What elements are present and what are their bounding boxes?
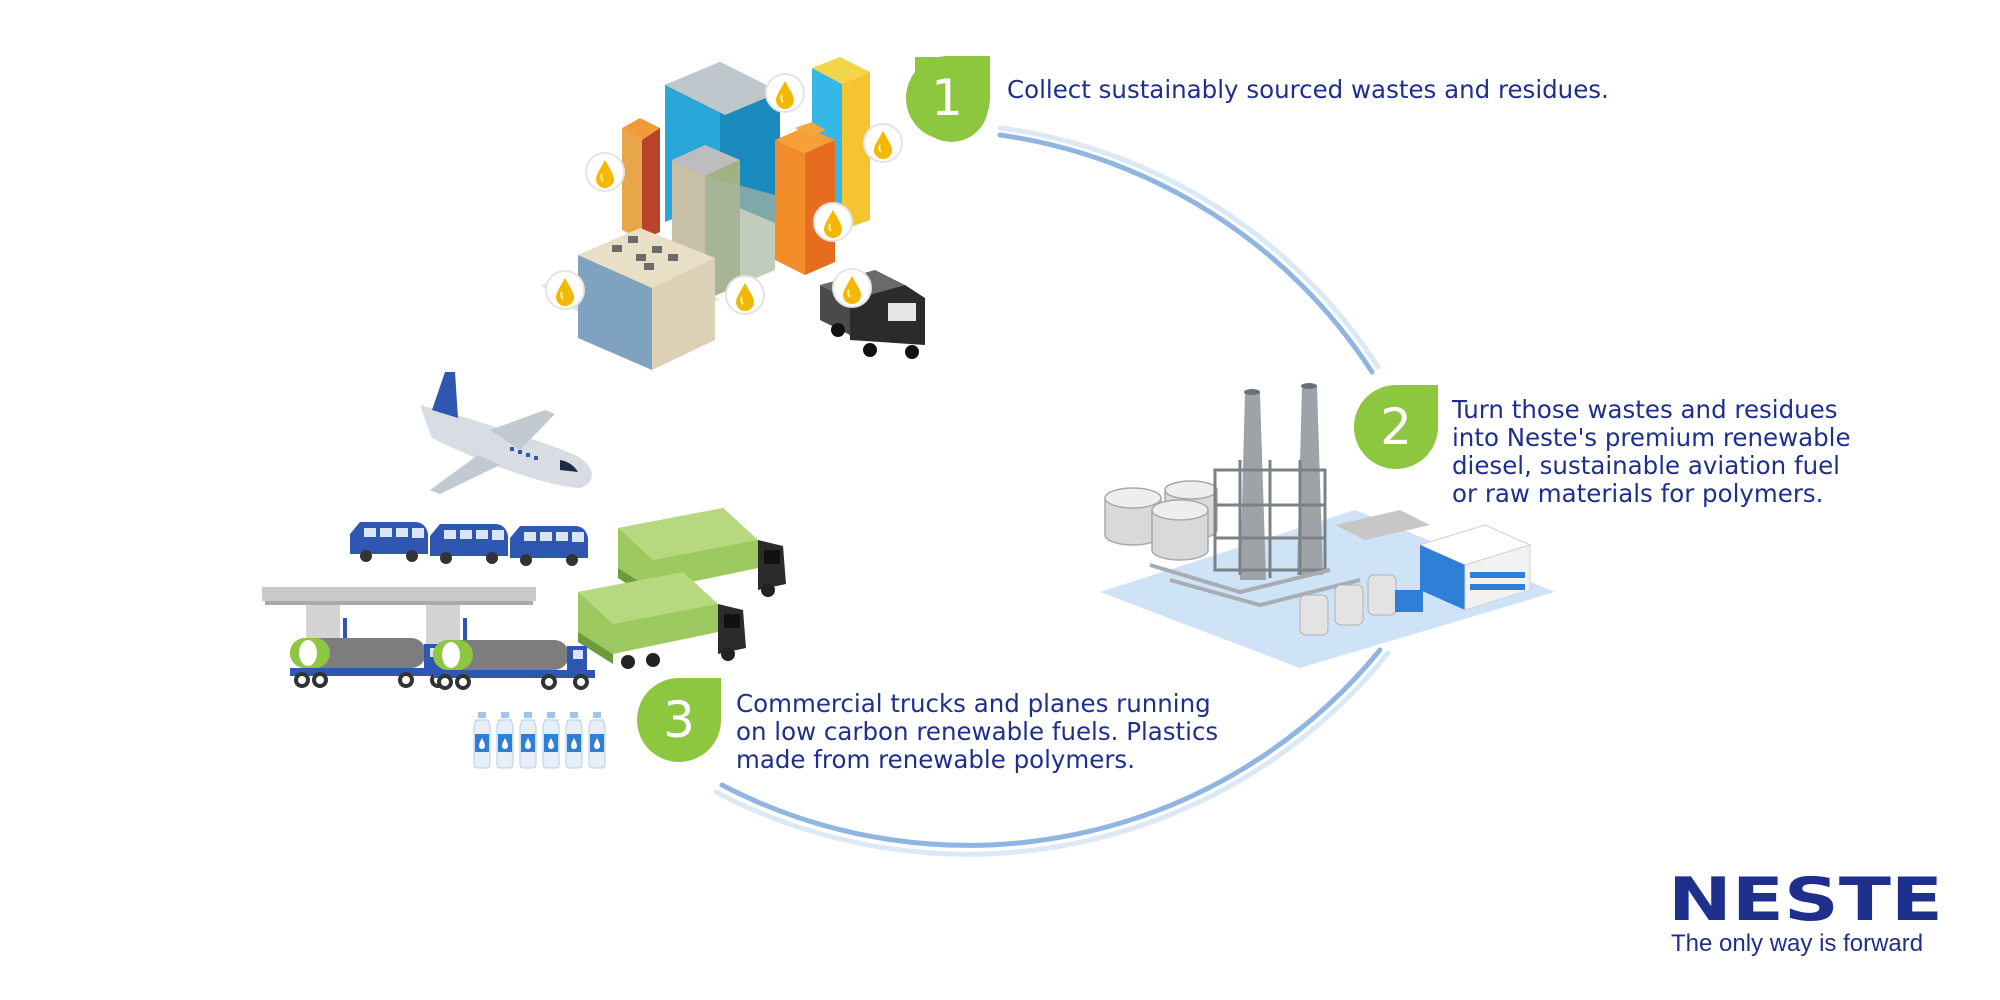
step-2-badge: 2: [1354, 385, 1438, 469]
arc-2-to-3: [719, 647, 1383, 848]
step-2-line: diesel, sustainable aviation fuel: [1452, 451, 1840, 480]
step-3-line: Commercial trucks and planes running: [736, 689, 1211, 718]
bottle-icon: [542, 711, 560, 769]
oil-drop-icon: [832, 268, 872, 308]
bottle-icon: [496, 711, 514, 769]
step-1-line: Collect sustainably sourced wastes and r…: [1007, 75, 1609, 104]
oil-drop-icon: [765, 73, 805, 113]
bus-icon: [350, 522, 428, 562]
step-3-line: made from renewable polymers.: [736, 745, 1135, 774]
step-1-number: 1: [931, 69, 963, 127]
step-2-number: 2: [1380, 398, 1412, 456]
tanker-truck-icon: [431, 638, 597, 690]
bus-icon: [430, 524, 508, 564]
step-3-number: 3: [663, 691, 695, 749]
neste-logo: NESTE: [1668, 868, 1943, 935]
oil-drop-icon: [585, 152, 625, 192]
step-3-text: Commercial trucks and planes running on …: [736, 690, 1256, 774]
step-3-line: on low carbon renewable fuels. Plastics: [736, 717, 1219, 746]
refinery-icon: [1100, 383, 1555, 668]
city-buildings-icon: [540, 57, 925, 370]
bus-icon: [510, 526, 588, 566]
bottle-icon: [473, 711, 491, 769]
step-2-line: into Neste's premium renewable: [1452, 423, 1851, 452]
bottle-icon: [588, 711, 606, 769]
step-3-badge: 3: [637, 678, 721, 762]
tanker-truck-icon: [288, 636, 454, 688]
oil-drop-icon: [725, 275, 765, 315]
cycle-arcs: [713, 125, 1391, 857]
step-1-badge: 1: [906, 56, 990, 142]
step-2-line: Turn those wastes and residues: [1452, 395, 1838, 424]
logo-tagline: The only way is forward: [1671, 930, 1924, 957]
oil-drop-icon: [545, 270, 585, 310]
step-1-text: Collect sustainably sourced wastes and r…: [1007, 76, 1647, 104]
airplane-icon: [420, 372, 592, 494]
bottle-icon: [519, 711, 537, 769]
oil-drop-icon: [863, 123, 903, 163]
truck-icon: [578, 572, 746, 669]
oil-drop-icon: [813, 202, 853, 242]
transport-group: [262, 372, 786, 769]
logo-wordmark: NESTE: [1668, 868, 1943, 935]
bottle-icon: [565, 711, 583, 769]
step-2-line: or raw materials for polymers.: [1452, 479, 1824, 508]
step-2-text: Turn those wastes and residues into Nest…: [1452, 396, 1872, 508]
arc-1-to-2: [997, 132, 1375, 375]
